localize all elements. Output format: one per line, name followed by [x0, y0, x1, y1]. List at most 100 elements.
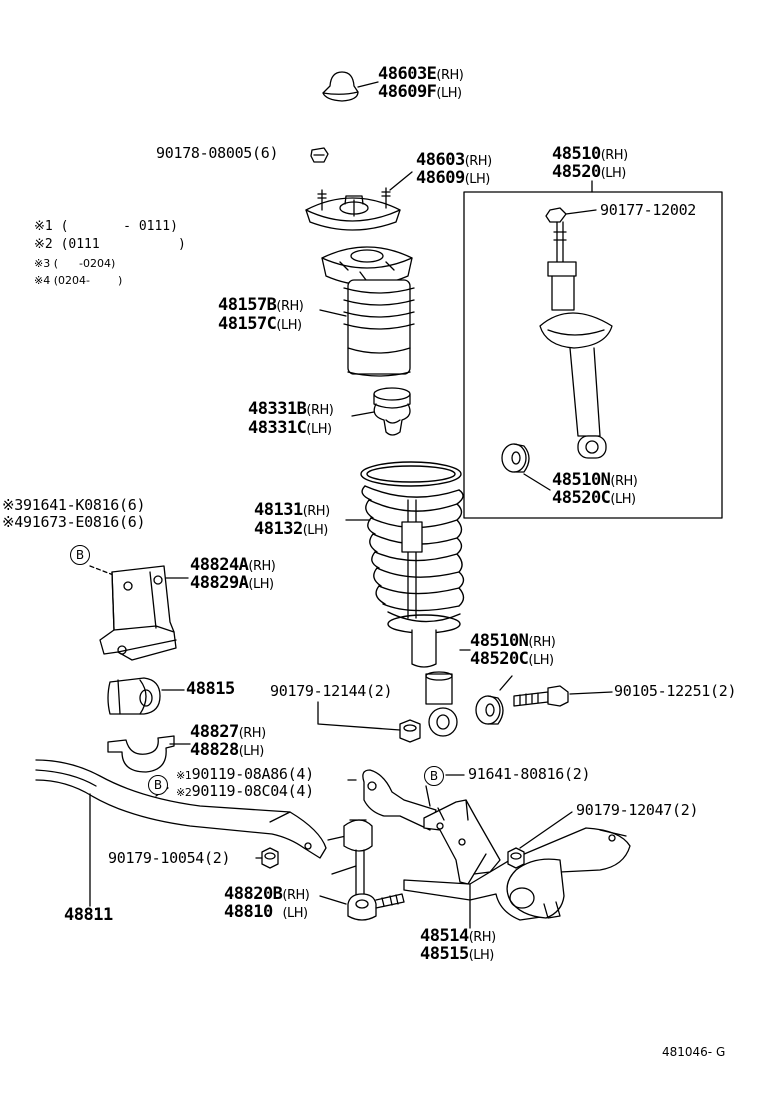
- label-box-bush-rh: 48510N(RH): [552, 470, 638, 490]
- note-range: (0204- ): [53, 274, 123, 287]
- side-lh: (LH): [610, 492, 636, 507]
- part-number: 48510N: [552, 470, 611, 490]
- side-lh: (LH): [276, 318, 302, 333]
- label-absorber-nut: 90177-12002: [600, 201, 697, 219]
- leader-lower-nut: [317, 701, 401, 731]
- stabilizer-bar-drawing: [35, 759, 327, 859]
- bracket-drawing: [99, 565, 177, 661]
- label-knuckle-nut: 90179-12047(2): [576, 801, 699, 819]
- strut-cap-drawing: [322, 71, 359, 102]
- part-number: 48131: [254, 500, 303, 520]
- label-spring-rh: 48131(RH): [254, 502, 330, 519]
- note-mark: ※1: [176, 769, 192, 782]
- top-nut-drawing: [310, 147, 329, 163]
- stab-bushing-drawing: [107, 677, 161, 715]
- side-rh: (RH): [600, 148, 628, 163]
- note-mark: ※4: [34, 274, 51, 287]
- leader-link: [319, 895, 347, 905]
- note-mark: ※3: [34, 257, 51, 270]
- side-rh: (RH): [276, 299, 304, 314]
- part-number: 48603: [416, 150, 465, 170]
- knuckle-nut-drawing: [507, 847, 525, 869]
- stabilizer-link-drawing: [327, 819, 405, 921]
- label-bumper-rh: 48331B(RH): [248, 401, 334, 418]
- note-range: ( - 0111): [60, 219, 178, 234]
- label-support-lh: 48609(LH): [416, 170, 490, 187]
- part-number: 48514: [420, 926, 469, 946]
- label-lower-bracket-rh: 48514(RH): [420, 928, 496, 945]
- part-number: 90119-08A86(4): [191, 765, 315, 783]
- part-number: 48515: [420, 944, 469, 964]
- label-cap-rh: 48603E(RH): [378, 64, 464, 84]
- label-bush-lh: 48520C(LH): [470, 651, 554, 668]
- label-absorber-rh: 48510(RH): [552, 146, 628, 163]
- label-bolt-b3: ※391641-K0816(6): [2, 496, 146, 514]
- side-lh: (LH): [238, 744, 265, 759]
- absorber-box: [463, 191, 723, 519]
- label-stab-bracket-rh: 48827(RH): [190, 724, 266, 741]
- lower-bolt-drawing: [513, 685, 613, 707]
- part-number: 48603E: [378, 64, 437, 84]
- part-number: 48510: [552, 144, 601, 164]
- label-bolt-s2: ※290119-08C04(4): [176, 784, 314, 799]
- part-number: 48824A: [190, 555, 249, 575]
- part-number: 48827: [190, 722, 239, 742]
- label-bolt-91641: 91641-80816(2): [468, 765, 591, 783]
- label-stabilizer: 48811: [64, 905, 113, 925]
- label-link-rh: 48820B(RH): [224, 886, 310, 903]
- part-number: 48609: [416, 168, 465, 188]
- label-lower-bracket-lh: 48515(LH): [420, 946, 494, 963]
- side-lh: (LH): [306, 422, 332, 437]
- leader-support: [389, 171, 413, 191]
- label-spring-lh: 48132(LH): [254, 521, 328, 538]
- shock-lower-drawing: [411, 629, 458, 737]
- note-range: ( -0204): [53, 257, 116, 270]
- note-range: (0111 ): [60, 237, 186, 252]
- side-lh: (LH): [600, 166, 627, 181]
- label-lower-nut: 90179-12144(2): [270, 682, 393, 700]
- part-number: 48520: [552, 162, 601, 182]
- leader-knuckle-nut: [519, 811, 573, 849]
- condition-note-4: ※4 (0204- ): [34, 275, 122, 286]
- leader-box-bush: [523, 473, 551, 491]
- circle-marker-b-stab: B: [148, 775, 168, 795]
- label-support-rh: 48603(RH): [416, 152, 492, 169]
- label-bolt-s1: ※190119-08A86(4): [176, 767, 314, 782]
- shock-absorber-drawing: [501, 207, 613, 473]
- side-lh: (LH): [302, 523, 329, 538]
- bound-boot-drawing: [343, 279, 415, 377]
- label-bracket-lh: 48829A(LH): [190, 575, 274, 592]
- leader-link-2: [331, 865, 357, 875]
- side-rh: (RH): [610, 474, 638, 489]
- label-bound-lh: 48157C(LH): [218, 316, 302, 333]
- label-bound-rh: 48157B(RH): [218, 295, 304, 315]
- part-number: 48609F: [378, 82, 437, 102]
- label-bumper-lh: 48331C(LH): [248, 420, 332, 437]
- condition-note-1: ※1 ( - 0111): [34, 220, 178, 233]
- reference-code: 481046- G: [662, 1045, 726, 1059]
- lower-bushing-drawing: [475, 695, 504, 725]
- side-rh: (RH): [468, 930, 496, 945]
- side-lh: (LH): [282, 906, 308, 921]
- part-number: 48520C: [470, 649, 529, 669]
- part-number: 48829A: [190, 573, 249, 593]
- part-number: 48157B: [218, 295, 277, 315]
- label-link-nut: 90179-10054(2): [108, 849, 231, 867]
- side-rh: (RH): [282, 888, 310, 903]
- leader-bound: [319, 309, 347, 317]
- strut-support-drawing: [305, 187, 401, 231]
- leader-bush-2: [499, 675, 513, 691]
- label-link-lh: 48810 (LH): [224, 904, 308, 921]
- part-number: 48132: [254, 519, 303, 539]
- side-lh: (LH): [436, 86, 462, 101]
- label-bracket-rh: 48824A(RH): [190, 555, 276, 575]
- leader-b-lower: [425, 785, 431, 807]
- note-mark: ※2: [34, 237, 53, 252]
- circle-marker-b: B: [70, 545, 90, 565]
- side-rh: (RH): [306, 403, 334, 418]
- side-lh: (LH): [464, 172, 491, 187]
- leader-bumper: [351, 411, 375, 417]
- stab-bracket-drawing: [107, 735, 175, 773]
